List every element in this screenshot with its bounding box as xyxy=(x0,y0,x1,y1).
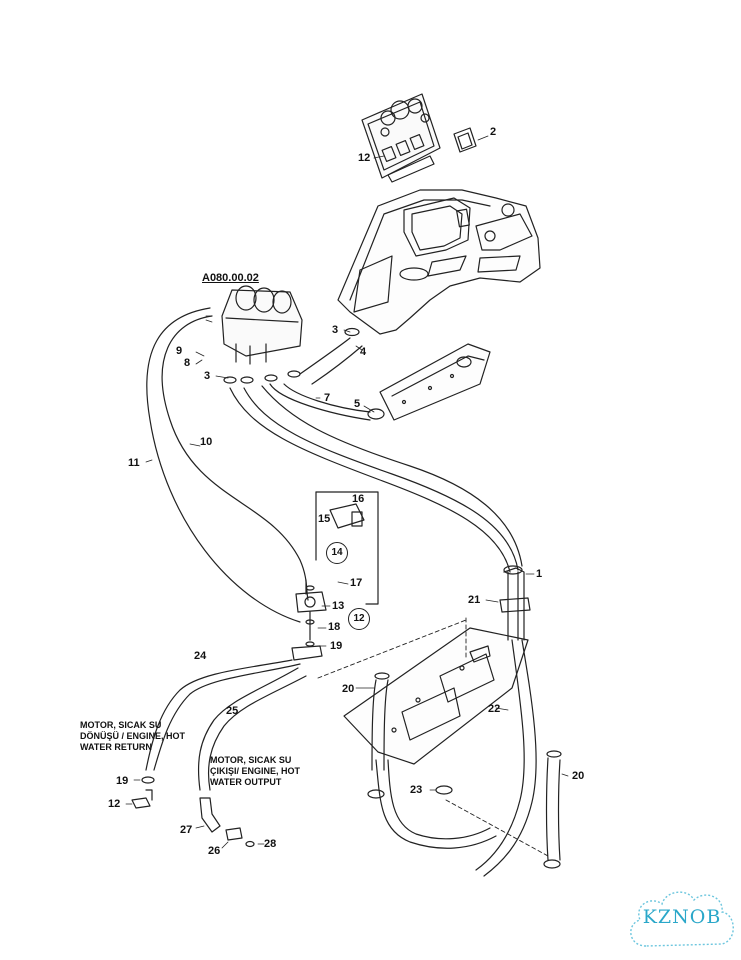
manifold xyxy=(291,645,323,661)
part-label-22: 22 xyxy=(488,703,501,715)
hose-9 xyxy=(161,315,309,601)
dashboard xyxy=(337,189,541,335)
fitting-26 xyxy=(225,827,243,841)
part-label-2: 2 xyxy=(490,126,497,138)
part-label-11: 12 xyxy=(108,798,121,810)
side-panel xyxy=(379,343,491,421)
fitting-27 xyxy=(199,797,221,833)
watermark-logo: KZNOB xyxy=(642,906,722,928)
part-label-9: 10 xyxy=(200,436,213,448)
heater-unit xyxy=(221,285,303,365)
part-label-4: 4 xyxy=(360,346,367,358)
hose-1-b xyxy=(243,387,519,571)
note-hot-water-output: MOTOR, SICAK SU ÇIKIŞI/ ENGINE, HOT WATE… xyxy=(210,755,301,787)
part-label-24: 24 xyxy=(194,650,207,662)
part-label-28: 28 xyxy=(264,838,277,850)
fitting-11 xyxy=(131,789,153,809)
part-label-26: 26 xyxy=(208,845,221,857)
part-label-20-left: 20 xyxy=(342,683,355,695)
part-label-19-top: 19 xyxy=(330,640,343,652)
part-label-12: 12 xyxy=(358,152,371,164)
hose-10 xyxy=(146,307,301,623)
callout-circle-14: 14 xyxy=(326,542,348,564)
part-label-8: 9 xyxy=(176,345,183,357)
part-label-19-left: 19 xyxy=(116,775,129,787)
part-label-3-top: 3 xyxy=(332,324,339,336)
watermark-cloud-icon xyxy=(630,891,734,947)
hose-20-left xyxy=(371,679,389,771)
part-label-27: 27 xyxy=(180,824,193,836)
part-label-15: 15 xyxy=(318,513,331,525)
note-hot-water-return: MOTOR, SICAK SU DÖNÜŞÜ / ENGINE, HOT WAT… xyxy=(80,720,186,752)
hose-22 xyxy=(475,639,537,877)
part-label-7: 8 xyxy=(184,357,191,369)
hose-1-a xyxy=(229,387,511,573)
part-label-20-right: 20 xyxy=(572,770,585,782)
part-label-1: 1 xyxy=(536,568,543,580)
hose-24 xyxy=(145,659,301,771)
valve-assembly xyxy=(295,491,379,641)
hose-20-right xyxy=(545,757,561,861)
hose-4 xyxy=(299,337,363,385)
part-label-16: 16 xyxy=(352,493,365,505)
hose-22-b xyxy=(375,759,497,849)
callout-circle-12: 12 xyxy=(348,608,370,630)
hose-6 xyxy=(269,383,371,421)
part-label-13: 13 xyxy=(332,600,345,612)
part-label-21: 21 xyxy=(468,594,481,606)
reference-label: A080.00.02 xyxy=(202,272,259,284)
part-label-10: 11 xyxy=(128,457,140,469)
part-label-25: 25 xyxy=(226,705,239,717)
part-label-6: 7 xyxy=(324,392,331,404)
hose-1-c xyxy=(261,385,523,567)
switch-part xyxy=(453,127,477,153)
part-label-3-bottom: 3 xyxy=(204,370,211,382)
part-label-5: 5 xyxy=(354,398,361,410)
part-label-18: 18 xyxy=(328,621,341,633)
part-label-17: 17 xyxy=(350,577,363,589)
hose-25 xyxy=(197,667,307,791)
instrument-cluster xyxy=(361,93,441,183)
part-label-23: 23 xyxy=(410,784,423,796)
column-21 xyxy=(499,565,531,641)
base-plate xyxy=(343,627,529,765)
